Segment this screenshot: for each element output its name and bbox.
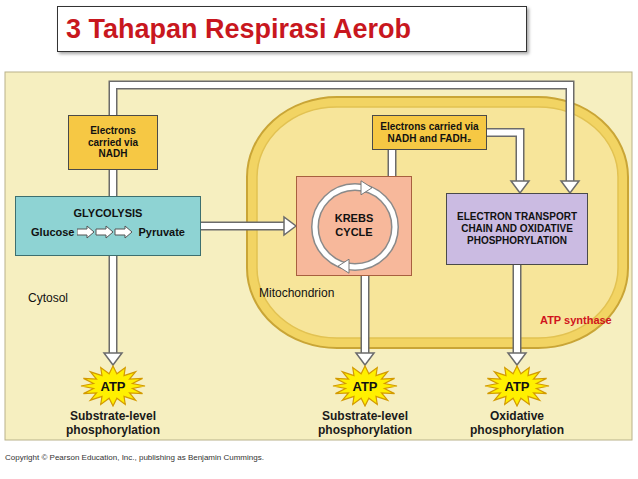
molecule-name: ATP — [100, 379, 125, 394]
organelle-label: Mitochondrion — [259, 286, 334, 300]
box-text: Electrons carried via NADH and FADH₂ — [378, 121, 481, 144]
arrow-body — [514, 265, 520, 354]
region-label: Cytosol — [28, 288, 68, 306]
title-box: 3 Tahapan Respirasi Aerob — [57, 6, 527, 52]
atp-burst: ATP Substrate-level phosphorylation — [295, 365, 435, 438]
arrow-shape — [115, 226, 132, 238]
arrowhead — [508, 353, 526, 365]
burst-shape — [81, 366, 145, 406]
region-label-text: Cytosol — [28, 291, 68, 305]
outer-membrane — [247, 97, 628, 348]
burst-shape — [333, 366, 397, 406]
conversion-arrows — [77, 225, 135, 239]
atp-burst: ATP Oxidative phosphorylation — [447, 365, 587, 438]
electron-carrier-box: Electrons carried via NADH — [68, 115, 158, 170]
ring-arrowhead — [361, 181, 372, 195]
arrowhead — [104, 353, 122, 365]
atp-burst: ATP Substrate-level phosphorylation — [43, 365, 183, 438]
box-text: ELECTRON TRANSPORT CHAIN AND OXIDATIVE P… — [453, 211, 581, 247]
arrow-outline — [388, 150, 397, 176]
arrow-outline — [109, 170, 118, 196]
mitochondrion: Mitochondrion Electrons carried via NADH … — [245, 95, 630, 350]
flow-arrow — [113, 170, 114, 196]
arrow-outline — [201, 222, 285, 231]
enzyme-label-text: ATP synthase — [540, 314, 612, 326]
ring-edge — [315, 187, 395, 267]
inner-membrane — [257, 107, 618, 338]
molecule-name: ATP — [504, 379, 529, 394]
cytosol-panel — [5, 72, 632, 440]
burst-shape — [485, 366, 549, 406]
arrowhead — [356, 353, 374, 365]
copyright-note-text: Copyright © Pearson Education, Inc., pub… — [5, 453, 264, 462]
krebs-cycle-box: KREBS CYCLE — [296, 176, 412, 276]
flow-arrow — [392, 150, 393, 176]
glycolysis-box: GLYCOLYSIS Glucose Pyruvate — [15, 196, 201, 256]
arrow-outline — [513, 265, 522, 354]
flow-arrow — [104, 256, 122, 365]
arrow-shape — [77, 226, 94, 238]
process-label: Substrate-level phosphorylation — [43, 409, 183, 438]
box-text: Electrons carried via NADH — [74, 125, 152, 160]
electron-transport-box: ELECTRON TRANSPORT CHAIN AND OXIDATIVE P… — [446, 193, 588, 265]
arrow-shape — [96, 226, 113, 238]
molecule-name: Glucose — [31, 226, 74, 238]
arrow-body — [110, 256, 116, 354]
molecule-name: ATP — [352, 379, 377, 394]
arrow-body — [201, 223, 285, 229]
molecule-name: Pyruvate — [138, 226, 184, 238]
cycle-name: KREBS CYCLE — [324, 212, 384, 240]
electron-carrier-box: Electrons carried via NADH and FADH₂ — [372, 115, 487, 150]
arrow-outline — [361, 276, 370, 354]
process-title: GLYCOLYSIS — [21, 207, 195, 219]
title-text: 3 Tahapan Respirasi Aerob — [66, 14, 411, 45]
ring-body — [315, 187, 395, 267]
process-label: Substrate-level phosphorylation — [295, 409, 435, 438]
arrow-body — [389, 150, 395, 176]
arrow-outline — [109, 256, 118, 354]
arrow-body — [362, 276, 368, 354]
process-label: Oxidative phosphorylation — [447, 409, 587, 438]
enzyme-label: ATP synthase — [540, 310, 612, 328]
ring-arrowhead — [338, 259, 349, 273]
copyright-note: Copyright © Pearson Education, Inc., pub… — [5, 446, 264, 464]
arrow-body — [110, 170, 116, 196]
